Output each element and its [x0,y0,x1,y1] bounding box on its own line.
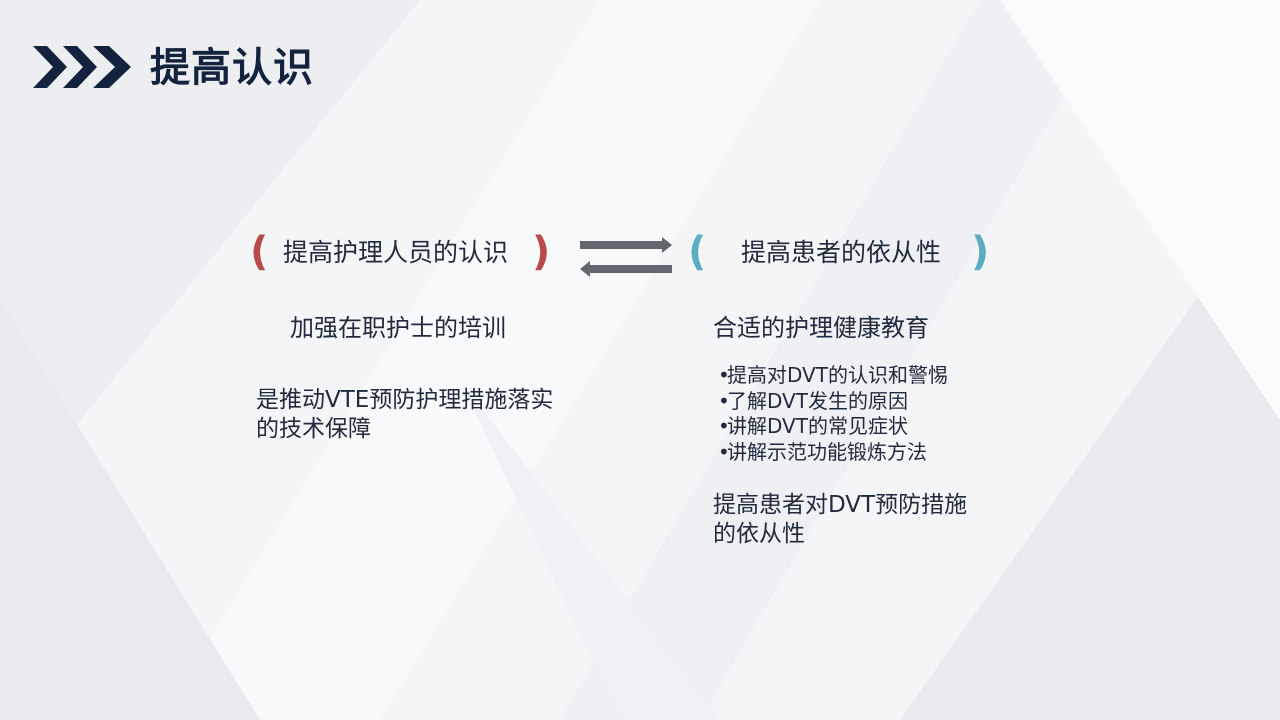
list-item: •了解DVT发生的原因 [718,388,908,413]
patient-compliance-heading: ( 提高患者的依从性 ) [688,230,998,276]
list-item: •讲解示范功能锻炼方法 [718,439,927,464]
bullet-icon: • [718,414,730,438]
staff-training-description: 是推动VTE预防护理措施落实的技术保障 [256,387,554,442]
staff-training-subheading: 加强在职护士的培训 [290,314,506,342]
bidirectional-arrows-icon [578,236,674,278]
bullet-icon: • [718,439,730,464]
patient-compliance-description: 提高患者对DVT预防措施的依从性 [713,492,968,547]
health-education-subheading: 合适的护理健康教育 [713,314,929,342]
triple-chevron-right-icon [33,46,133,88]
patient-compliance-heading-text: 提高患者的依从性 [741,238,942,267]
staff-awareness-heading: ( 提高护理人员的认识 ) [250,230,560,276]
staff-awareness-heading-text: 提高护理人员的认识 [283,238,509,267]
list-item: •讲解DVT的常见症状 [718,414,908,438]
left-open-paren: ( [250,229,269,275]
bullet-icon: • [718,388,730,413]
list-item: •提高对DVT的认识和警惕 [718,363,948,387]
left-close-paren: ) [532,229,551,275]
page-title: 提高认识 [150,45,314,91]
health-education-list: •提高对DVT的认识和警惕 •了解DVT发生的原因 •讲解DVT的常见症状 •讲… [718,363,948,465]
right-close-paren: ) [971,229,990,275]
right-open-paren: ( [688,229,707,275]
bullet-icon: • [718,363,730,387]
